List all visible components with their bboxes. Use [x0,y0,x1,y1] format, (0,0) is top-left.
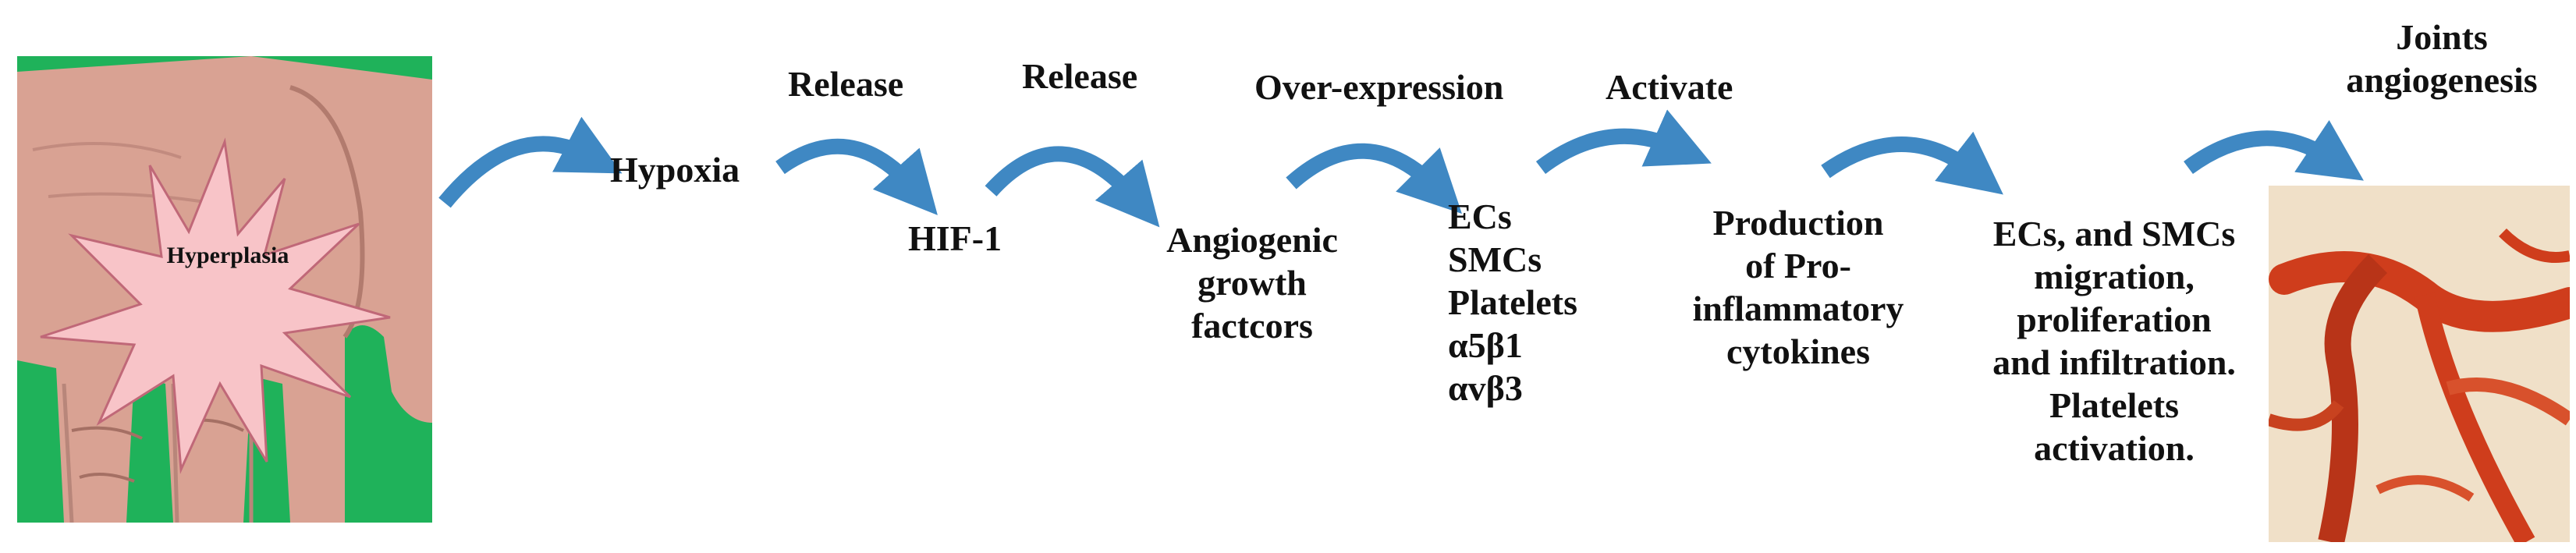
arrow-3 [985,146,1160,228]
angiogenesis-image [2269,186,2570,542]
hand-illustration [17,56,432,523]
blood-vessels-illustration [2269,186,2570,542]
node-migration-activation: ECs, and SMCs migration, proliferation a… [1992,214,2236,468]
hand-image: Hyperplasia [17,56,432,523]
arrow-5 [1535,109,1712,174]
node-hypoxia: Hypoxia [610,150,740,190]
arrow-label-release-2: Release [1022,56,1138,96]
node-angiogenic-growth-factors: Angiogenic growth factcors [1166,220,1338,346]
hyperplasia-label: Hyperplasia [166,243,289,268]
outcome-label: Joints angiogenesis [2346,17,2538,100]
arrow-label-over-expression: Over-expression [1254,67,1504,107]
arrow-7 [2184,119,2364,181]
node-hif1: HIF-1 [908,218,1002,258]
arrow-label-activate: Activate [1606,67,1733,107]
arrow-label-release-1: Release [788,64,904,104]
node-pro-inflammatory-cytokines: Production of Pro- inflammatory cytokine… [1692,203,1904,371]
arrow-4 [1286,143,1462,214]
arrow-1 [438,116,623,208]
arrow-2 [775,138,938,215]
node-cells-integrins: ECs SMCs Platelets α5β1 αvβ3 [1448,197,1578,408]
arrow-6 [1821,131,2003,195]
